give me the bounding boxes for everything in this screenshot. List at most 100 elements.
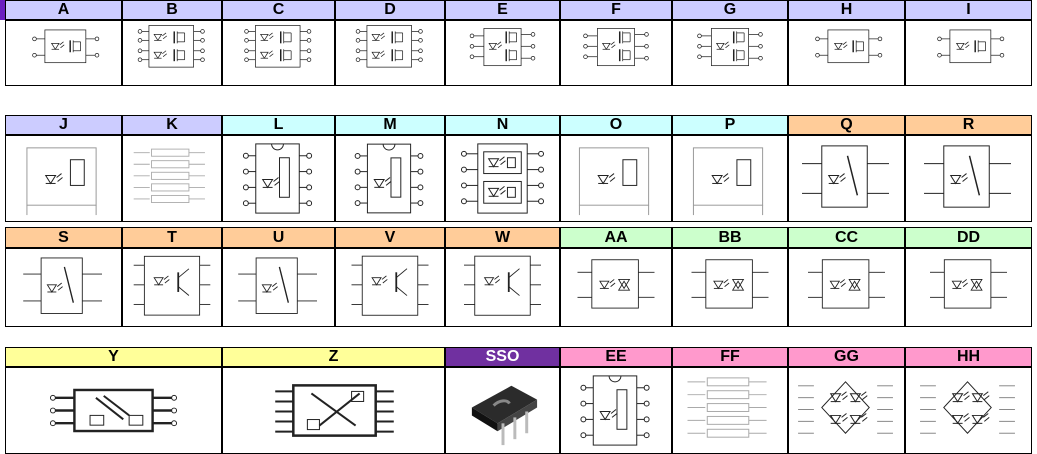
- type-cell-z: [222, 367, 445, 454]
- optocoupler-schematic-diagram-icon: [924, 145, 1011, 208]
- type-cell-t: [122, 248, 222, 327]
- accent-bar: [0, 0, 5, 20]
- type-cell-s: [5, 248, 122, 327]
- type-cell-y: [5, 367, 222, 454]
- type-cell-v: [335, 248, 445, 327]
- type-header-q: Q: [788, 115, 905, 135]
- type-cell-ff: [672, 367, 788, 454]
- type-header-bb: BB: [672, 227, 788, 248]
- type-cell-p: [672, 135, 788, 222]
- type-header-i: I: [905, 0, 1032, 20]
- type-header-z: Z: [222, 347, 445, 367]
- type-header-r: R: [905, 115, 1032, 135]
- form-c-mosfet-relay-diagram-icon: [583, 28, 649, 67]
- type-header-n: N: [445, 115, 560, 135]
- type-header-aa: AA: [560, 227, 672, 248]
- type-cell-l: [222, 135, 335, 222]
- bridge-rectifier-diagram-icon: [920, 381, 1015, 434]
- type-cell-a: [5, 20, 122, 86]
- triac-optocoupler-diagram-icon: [577, 259, 655, 309]
- type-header-k: K: [122, 115, 222, 135]
- quad-output-mosfet-relay-diagram-icon: [355, 25, 423, 68]
- type-cell-n: [445, 135, 560, 222]
- type-header-m: M: [335, 115, 445, 135]
- dip-chip-photo-icon: [471, 385, 538, 446]
- type-cell-u: [222, 248, 335, 327]
- type-cell-ee: [560, 367, 672, 454]
- type-header-h: H: [788, 0, 905, 20]
- type-header-b: B: [122, 0, 222, 20]
- triac-optocoupler-diagram-icon: [691, 259, 769, 309]
- bridge-rectifier-diagram-icon: [798, 381, 893, 434]
- type-header-sso: SSO: [445, 347, 560, 367]
- type-header-f: F: [560, 0, 672, 20]
- relay-schematic-diagram-icon: [692, 147, 764, 216]
- dual-relay-pinout-diagram-icon: [460, 143, 545, 214]
- type-cell-d: [335, 20, 445, 86]
- type-cell-sso: [445, 367, 560, 454]
- dip-package-pinout-diagram-icon: [242, 143, 313, 214]
- type-header-t: T: [122, 227, 222, 248]
- type-cell-r: [905, 135, 1032, 222]
- type-cell-cc: [788, 248, 905, 327]
- type-cell-q: [788, 135, 905, 222]
- triac-optocoupler-diagram-icon: [930, 259, 1007, 309]
- single-output-mosfet-relay-diagram-icon: [937, 29, 1005, 64]
- type-header-w: W: [445, 227, 560, 248]
- type-cell-hh: [905, 367, 1032, 454]
- transistor-optocoupler-diagram-icon: [464, 255, 541, 316]
- relay-schematic-diagram-icon: [26, 147, 97, 216]
- type-header-ee: EE: [560, 347, 672, 367]
- dip-package-pinout-diagram-icon: [354, 143, 424, 214]
- type-header-cc: CC: [788, 227, 905, 248]
- relay-schematic-diagram-icon: [578, 147, 650, 216]
- transistor-optocoupler-diagram-icon: [133, 255, 211, 316]
- type-cell-b: [122, 20, 222, 86]
- type-cell-i: [905, 20, 1032, 86]
- type-cell-c: [222, 20, 335, 86]
- triac-optocoupler-diagram-icon: [808, 259, 885, 309]
- quad-channel-optocoupler-diagram-icon: [275, 384, 394, 437]
- type-header-g: G: [672, 0, 788, 20]
- type-header-u: U: [222, 227, 335, 248]
- optocoupler-schematic-diagram-icon: [238, 257, 317, 314]
- type-header-d: D: [335, 0, 445, 20]
- type-cell-j: [5, 135, 122, 222]
- type-header-v: V: [335, 227, 445, 248]
- type-header-y: Y: [5, 347, 222, 367]
- type-cell-g: [672, 20, 788, 86]
- dual-channel-optocoupler-diagram-icon: [49, 388, 178, 433]
- type-header-j: J: [5, 115, 122, 135]
- type-header-dd: DD: [905, 227, 1032, 248]
- optocoupler-schematic-diagram-icon: [802, 145, 889, 208]
- type-header-o: O: [560, 115, 672, 135]
- multi-channel-schematic-diagram-icon: [133, 148, 205, 203]
- quad-output-mosfet-relay-diagram-icon: [244, 25, 312, 68]
- type-header-a: A: [5, 0, 122, 20]
- type-cell-h: [788, 20, 905, 86]
- type-cell-k: [122, 135, 222, 222]
- type-header-s: S: [5, 227, 122, 248]
- type-header-gg: GG: [788, 347, 905, 367]
- type-header-e: E: [445, 0, 560, 20]
- type-cell-w: [445, 248, 560, 327]
- single-output-mosfet-relay-diagram-icon: [32, 29, 100, 64]
- quad-output-mosfet-relay-diagram-icon: [137, 25, 205, 68]
- type-cell-bb: [672, 248, 788, 327]
- type-header-p: P: [672, 115, 788, 135]
- type-header-ff: FF: [672, 347, 788, 367]
- type-cell-m: [335, 135, 445, 222]
- form-c-mosfet-relay-diagram-icon: [469, 28, 536, 67]
- type-cell-f: [560, 20, 672, 86]
- optocoupler-schematic-diagram-icon: [23, 257, 102, 314]
- type-header-hh: HH: [905, 347, 1032, 367]
- type-cell-e: [445, 20, 560, 86]
- form-c-mosfet-relay-diagram-icon: [697, 28, 763, 67]
- transistor-optocoupler-diagram-icon: [351, 255, 429, 316]
- type-cell-aa: [560, 248, 672, 327]
- type-cell-o: [560, 135, 672, 222]
- type-cell-dd: [905, 248, 1032, 327]
- type-header-l: L: [222, 115, 335, 135]
- dip-package-pinout-diagram-icon: [580, 375, 650, 446]
